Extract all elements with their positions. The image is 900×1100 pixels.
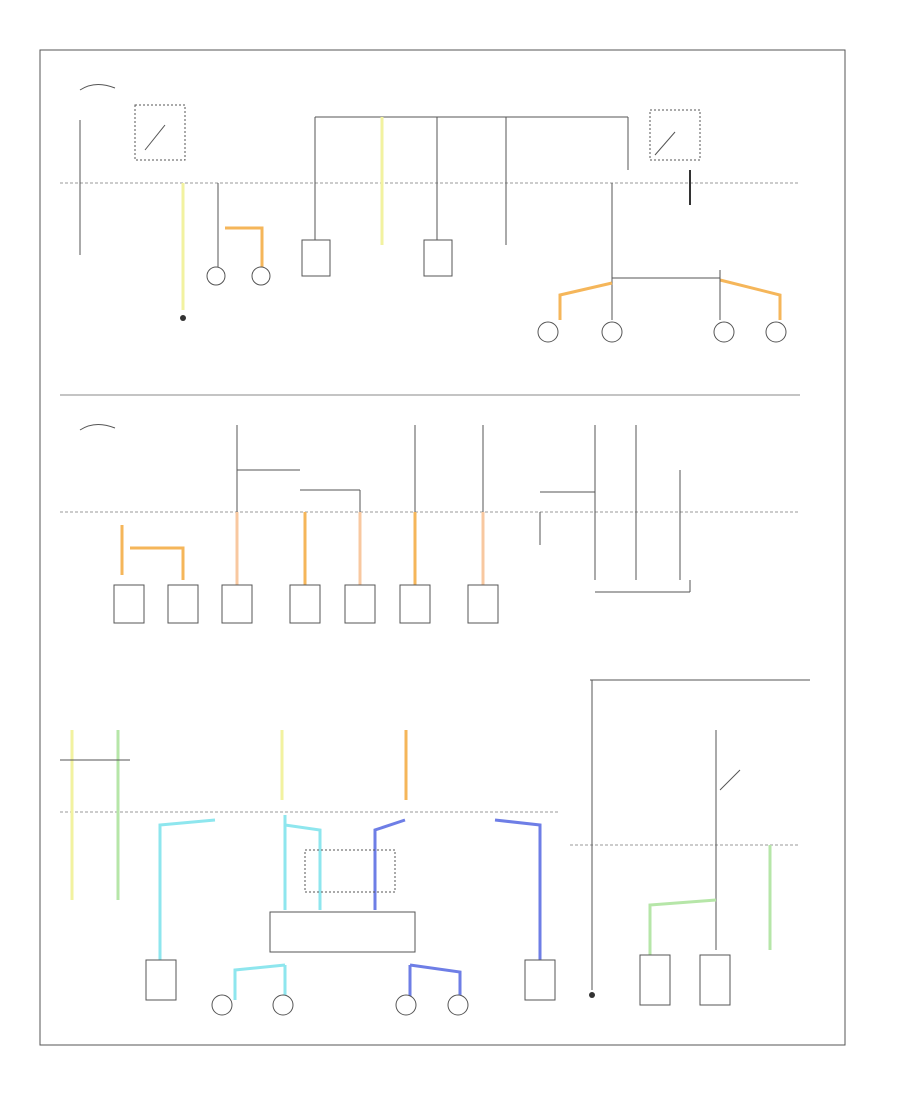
lamp-bulb: [251, 266, 271, 286]
lamp-bulb: [206, 266, 226, 286]
module-outline: [304, 849, 396, 893]
lamp-bulb: [601, 321, 623, 343]
component-box: [699, 954, 731, 1006]
section-middle: [79, 424, 691, 624]
component-box: [423, 239, 453, 277]
wire-blue: [373, 818, 406, 910]
component-box: [344, 584, 376, 624]
component-box: [167, 584, 199, 624]
lamp-bulb: [211, 994, 233, 1016]
switch-contact: [654, 131, 676, 156]
section-bottom: [60, 680, 772, 1016]
diagram-frame: [39, 49, 846, 1046]
lamp-bulb: [395, 994, 417, 1016]
section-top: [79, 84, 787, 343]
switch-symbol: [79, 424, 116, 431]
component-box: [145, 959, 177, 1001]
switch-contact: [719, 769, 741, 791]
wire-orange: [558, 281, 613, 320]
wire-blue: [408, 963, 462, 1000]
wire-orange: [719, 278, 782, 320]
component-box: [467, 584, 499, 624]
wire-cyan: [158, 818, 216, 960]
lamp-bulb: [765, 321, 787, 343]
switch-box: [649, 109, 701, 161]
component-box: [289, 584, 321, 624]
wire-cyan: [283, 815, 322, 910]
relay-contact: [144, 124, 166, 151]
component-box: [301, 239, 331, 277]
lamp-bulb: [272, 994, 294, 1016]
lamp-bulb: [537, 321, 559, 343]
wire-blue: [494, 818, 542, 960]
component-box: [639, 954, 671, 1006]
relay-box: [134, 104, 186, 161]
wire-orange: [130, 546, 185, 580]
control-module: [269, 911, 416, 953]
wire-green: [648, 898, 717, 955]
wire-orange: [225, 226, 264, 270]
component-box: [113, 584, 145, 624]
lamp-bulb: [447, 994, 469, 1016]
ground-point: [589, 992, 595, 998]
wire-cyan: [233, 963, 287, 1000]
component-box: [221, 584, 253, 624]
switch-symbol: [79, 84, 116, 91]
lamp-bulb: [713, 321, 735, 343]
ground-point: [180, 315, 186, 321]
component-box: [399, 584, 431, 624]
component-box: [524, 959, 556, 1001]
